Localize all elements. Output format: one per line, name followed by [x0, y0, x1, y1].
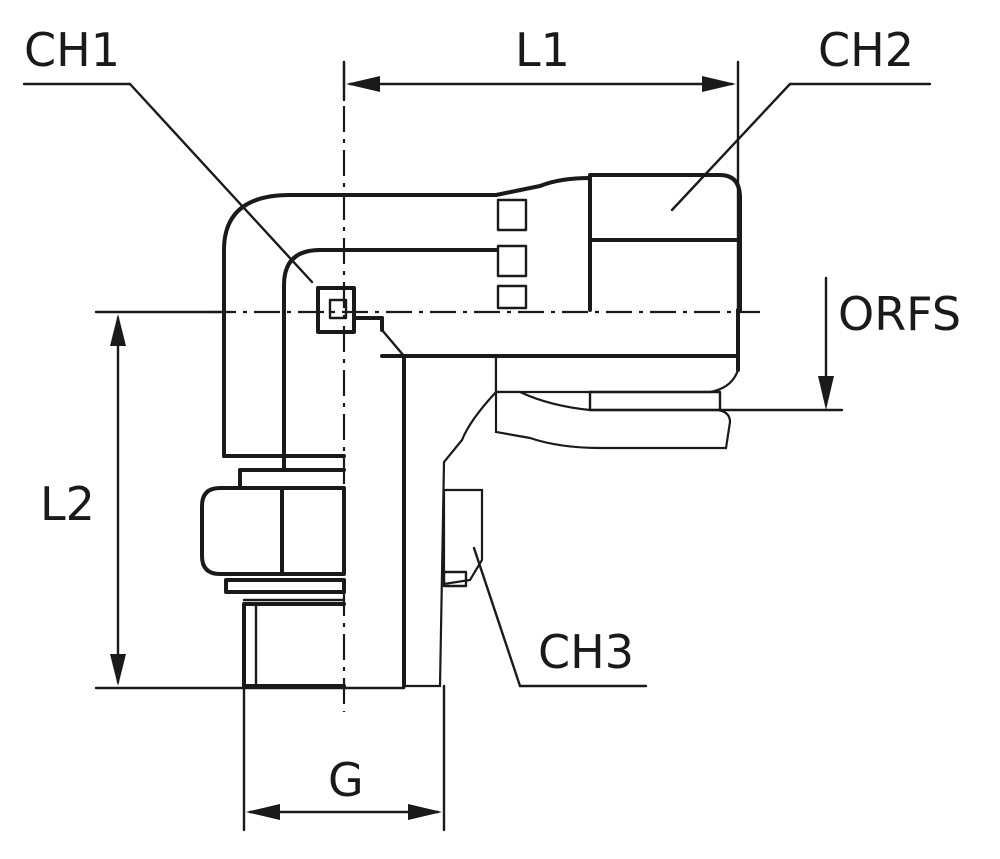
- nut-neck-notch-2: [496, 244, 528, 278]
- l2-label: L2: [40, 477, 95, 531]
- l2-arrow-top: [110, 314, 126, 346]
- l2-arrow-bottom: [110, 654, 126, 686]
- center-seal-inner: [328, 298, 348, 320]
- orfs-arrow: [818, 376, 834, 410]
- nut-neck-notch-3: [496, 284, 528, 310]
- dimension-orfs: ORFS: [718, 276, 961, 412]
- section-horizontal-wall: [494, 354, 740, 394]
- oring-detail: [442, 570, 468, 588]
- ch3-label: CH3: [538, 625, 634, 679]
- bore-step: [380, 328, 406, 358]
- dimension-l1: L1: [342, 23, 740, 312]
- ch1-label: CH1: [24, 23, 120, 77]
- orfs-seal-groove: [588, 390, 722, 412]
- l1-arrow-left: [346, 76, 380, 92]
- ch3-leader: [472, 546, 522, 688]
- washer: [224, 578, 346, 594]
- lock-nut-hex: [200, 486, 346, 576]
- elbow-inner-contour: [282, 248, 498, 458]
- ch2-leader: [670, 82, 792, 212]
- elbow-body: [222, 193, 498, 472]
- nut-hex-outline: [588, 173, 742, 312]
- g-arrow-left: [246, 804, 280, 820]
- callout-ch3: CH3: [472, 546, 648, 688]
- callout-ch1: CH1: [22, 23, 314, 284]
- g-label: G: [328, 753, 364, 807]
- section-oring-seal: [442, 488, 484, 586]
- l1-arrow-right: [702, 76, 736, 92]
- nut-transition: [494, 176, 592, 312]
- swivel-nut-ch2: [494, 173, 742, 312]
- center-seal-box: [316, 286, 356, 334]
- threaded-stud: [242, 602, 346, 688]
- orfs-label: ORFS: [838, 287, 961, 341]
- dimension-l2: L2: [40, 310, 406, 690]
- center-seal-detail: [316, 286, 384, 334]
- section-view: [380, 308, 740, 688]
- lock-nut-and-thread: [200, 468, 346, 688]
- ch1-leader: [128, 82, 314, 284]
- ch2-label: CH2: [818, 23, 914, 77]
- section-nut-lower: [494, 390, 732, 450]
- g-arrow-right: [408, 804, 442, 820]
- dimension-g: G: [242, 684, 446, 832]
- l1-label: L1: [515, 23, 570, 77]
- nut-neck-notch-1: [496, 198, 528, 232]
- elbow-outer-contour: [222, 193, 498, 458]
- callout-ch2: CH2: [670, 23, 932, 212]
